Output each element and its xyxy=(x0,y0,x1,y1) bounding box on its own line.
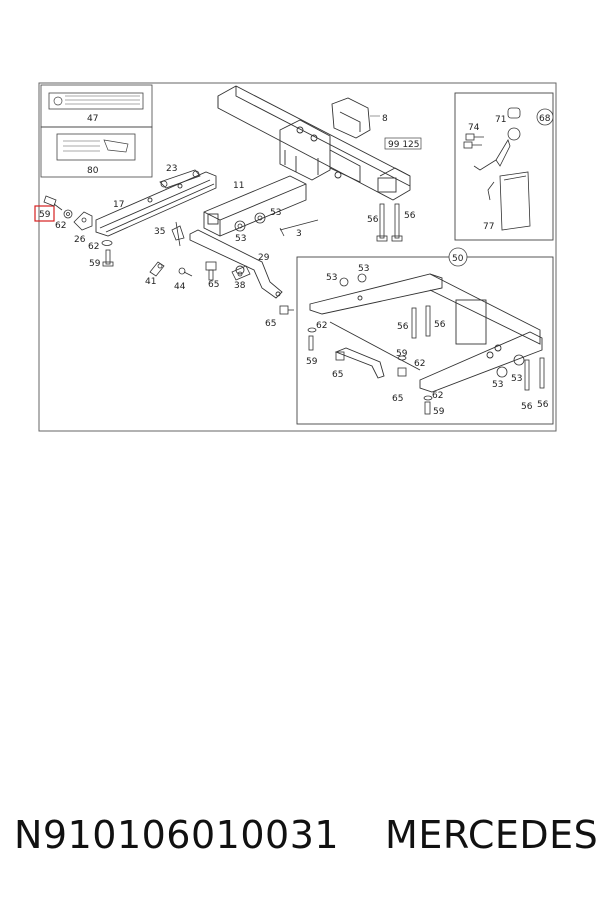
support-bar-part-29 xyxy=(189,229,283,299)
label-sticker-box: 47 xyxy=(40,84,153,128)
callout-56-b: 56 xyxy=(404,211,416,221)
manual-card-box: 80 xyxy=(40,126,153,178)
inset-frame-assembly xyxy=(309,273,543,393)
nut-53-icon xyxy=(234,212,266,232)
main-frame-part xyxy=(217,85,411,201)
callout-53-a: 53 xyxy=(270,208,281,218)
callout-59-d: 59 xyxy=(396,349,408,359)
callout-62-c: 62 xyxy=(316,321,327,331)
washer-62-icon xyxy=(63,209,73,219)
callout-53-b: 53 xyxy=(235,234,246,244)
callout-65-b: 65 xyxy=(265,319,276,329)
bolt-65b-icon xyxy=(279,305,294,315)
callout-50: 50 xyxy=(452,254,464,264)
callout-53-e: 53 xyxy=(492,380,503,390)
inset-small-hardware-icon xyxy=(307,327,433,415)
mount-plate-26-icon xyxy=(73,211,93,231)
product-caption: N910106010031 MERCEDES xyxy=(0,800,600,870)
side-rail-part-17 xyxy=(95,171,217,237)
screw-44-icon xyxy=(178,267,193,277)
inset-support-bar xyxy=(334,347,385,379)
callout-77: 77 xyxy=(483,222,494,232)
callout-56-d: 56 xyxy=(434,320,446,330)
callout-62-b: 62 xyxy=(88,242,99,252)
exploded-view-svg: 47 80 8 99 125 17 xyxy=(34,82,557,432)
washer-62b-icon xyxy=(101,240,113,246)
bracket-part-8 xyxy=(331,97,380,139)
callout-59-e: 59 xyxy=(433,407,445,417)
callout-62-e: 62 xyxy=(432,391,443,401)
callout-65-d: 65 xyxy=(392,394,403,404)
parts-diagram: 47 80 8 99 125 17 xyxy=(34,82,557,432)
lock-key-part-74 xyxy=(463,133,484,149)
brand-text: MERCEDES xyxy=(385,813,599,857)
inset-bolts-56-icon xyxy=(411,305,545,391)
bolt-59-icon xyxy=(43,195,63,211)
callout-59-c: 59 xyxy=(306,357,318,367)
inset-box-68 xyxy=(454,92,554,241)
callout-62-d: 62 xyxy=(414,359,425,369)
callout-68: 68 xyxy=(539,114,551,124)
pin-part-3 xyxy=(279,219,319,237)
bolt-56-icon xyxy=(376,203,403,242)
callout-44: 44 xyxy=(174,282,186,292)
callout-26: 26 xyxy=(74,235,86,245)
callout-62-a: 62 xyxy=(55,221,66,231)
callout-65-c: 65 xyxy=(332,370,343,380)
bracket-38-icon xyxy=(231,265,251,281)
callout-3: 3 xyxy=(296,229,302,239)
highlighted-callout-box xyxy=(34,205,55,222)
callout-47: 47 xyxy=(87,114,98,124)
callout-53-d: 53 xyxy=(358,264,369,274)
callout-65-a: 65 xyxy=(208,280,219,290)
callout-99-125-box xyxy=(384,137,422,150)
tow-ball-part-71 xyxy=(473,107,521,171)
callout-80: 80 xyxy=(87,166,99,176)
callout-59-highlighted: 59 xyxy=(39,210,51,220)
inset-box-50 xyxy=(296,256,554,425)
bracket-41-icon xyxy=(149,261,165,277)
callout-8: 8 xyxy=(382,114,388,124)
inset-68-circle xyxy=(536,108,554,126)
booklet-part-77 xyxy=(487,171,531,231)
callout-56-f: 56 xyxy=(537,400,549,410)
callout-99-125: 99 125 xyxy=(388,140,420,150)
bolt-65a-icon xyxy=(205,261,217,281)
callout-23: 23 xyxy=(166,164,177,174)
callout-35: 35 xyxy=(154,227,165,237)
callout-29: 29 xyxy=(258,253,270,263)
clamp-part-23 xyxy=(159,169,201,189)
callout-11: 11 xyxy=(233,181,244,191)
extension-bar-part-11 xyxy=(203,175,307,237)
diagram-border xyxy=(38,82,557,432)
callout-53-f: 53 xyxy=(511,374,522,384)
callout-41: 41 xyxy=(145,277,156,287)
inset-nuts-53-icon xyxy=(339,273,525,378)
callout-59-b: 59 xyxy=(89,259,101,269)
callout-56-c: 56 xyxy=(397,322,409,332)
clip-part-35 xyxy=(171,221,185,247)
part-number-text: N910106010031 xyxy=(14,813,340,857)
callout-53-c: 53 xyxy=(326,273,337,283)
callout-56-a: 56 xyxy=(367,215,379,225)
bolt-59b-icon xyxy=(102,249,114,267)
callout-71: 71 xyxy=(495,115,506,125)
callout-56-e: 56 xyxy=(521,402,533,412)
callout-17: 17 xyxy=(113,200,124,210)
callout-74: 74 xyxy=(468,123,480,133)
inset-50-circle xyxy=(448,247,468,267)
callout-38: 38 xyxy=(234,281,246,291)
